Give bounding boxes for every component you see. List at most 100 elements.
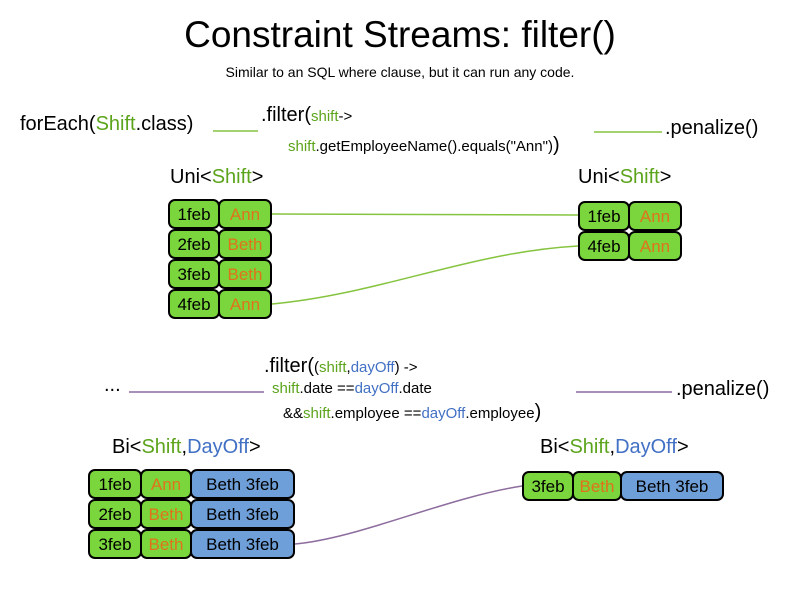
shift-employee-cell: Beth	[572, 471, 622, 501]
penalize1-expression: .penalize()	[665, 117, 758, 140]
uni-right-pre: Uni<	[578, 166, 620, 188]
shift-date-cell: 4feb	[168, 289, 220, 319]
filter2-line2: shift.date == dayOff.date	[272, 380, 432, 397]
foreach-pre: forEach(	[20, 113, 96, 135]
connector-bi-row3	[294, 485, 523, 545]
shift-date-cell: 1feb	[88, 469, 142, 499]
table-row: 2feb Beth Beth 3feb	[88, 499, 295, 529]
penalize2-text: .penalize()	[676, 378, 770, 400]
shift-employee-cell: Beth	[218, 259, 272, 289]
page-title: Constraint Streams: filter()	[184, 14, 616, 55]
shift-employee-cell: Beth	[218, 229, 272, 259]
filter2-comma: ,	[346, 359, 351, 376]
bi-right-pre: Bi<	[540, 436, 570, 458]
table-row: 4feb Ann	[168, 289, 272, 319]
filter1-close-paren: )	[552, 134, 560, 156]
bi-left-comma: ,	[181, 436, 188, 458]
dayoff-cell: Beth 3feb	[620, 471, 724, 501]
connector-uni-row1	[271, 213, 579, 216]
connector-uni-row4	[271, 245, 579, 305]
foreach-expression: forEach(Shift.class)	[20, 113, 193, 136]
bi-left-pre: Bi<	[112, 436, 142, 458]
shift-date-cell: 3feb	[168, 259, 220, 289]
filter2-call: .filter(	[264, 355, 314, 377]
filter2-close-paren: )	[534, 401, 542, 423]
filter1-call: .filter(	[261, 104, 311, 126]
dayoff-cell: Beth 3feb	[190, 529, 295, 559]
penalize2-expression: .penalize()	[676, 378, 769, 401]
shift-employee-cell: Ann	[218, 289, 272, 319]
source-ellipsis: ...	[104, 374, 121, 397]
filter2-line3-employee: .employee	[465, 405, 535, 422]
shift-employee-cell: Beth	[140, 529, 192, 559]
bi-table-right: 3feb Beth Beth 3feb	[522, 471, 724, 501]
bi-type-left: Bi<Shift, DayOff>	[112, 436, 261, 459]
uni-left-pre: Uni<	[170, 166, 212, 188]
uni-right-shift: Shift	[619, 166, 660, 188]
filter1-param: shift	[311, 108, 339, 125]
shift-date-cell: 1feb	[168, 199, 220, 229]
table-row: 1feb Ann	[578, 201, 682, 231]
filter2-line1: .filter((shift, dayOff) ->	[264, 355, 418, 378]
table-row: 2feb Beth	[168, 229, 272, 259]
shift-date-cell: 2feb	[168, 229, 220, 259]
bi-right-post: >	[676, 436, 689, 458]
shift-date-cell: 3feb	[88, 529, 142, 559]
filter1-body-param: shift	[288, 138, 316, 155]
uni-type-left: Uni<Shift>	[170, 166, 263, 189]
uni-right-post: >	[659, 166, 672, 188]
bi-left-dayoff: DayOff	[187, 436, 249, 458]
shift-employee-cell: Ann	[218, 199, 272, 229]
dayoff-cell: Beth 3feb	[190, 499, 295, 529]
bi-right-dayoff: DayOff	[615, 436, 677, 458]
foreach-post: .class)	[135, 113, 194, 135]
filter2-line3-eq: .employee ==	[330, 405, 422, 422]
bi-left-shift: Shift	[141, 436, 182, 458]
uni-table-left: 1feb Ann 2feb Beth 3feb Beth 4feb Ann	[168, 199, 272, 319]
filter2-param2: dayOff	[350, 359, 395, 376]
table-row: 1feb Ann Beth 3feb	[88, 469, 295, 499]
filter2-line3-dayoff: dayOff	[421, 405, 466, 422]
dayoff-cell: Beth 3feb	[190, 469, 295, 499]
foreach-class: Shift	[95, 113, 136, 135]
uni-left-shift: Shift	[211, 166, 252, 188]
source-ellipsis-text: ...	[104, 374, 121, 396]
filter2-line2-eq: .date ==	[299, 380, 355, 397]
shift-date-cell: 4feb	[578, 231, 630, 261]
page-subtitle: Similar to an SQL where clause, but it c…	[225, 64, 575, 80]
bi-type-right: Bi<Shift, DayOff>	[540, 436, 689, 459]
filter2-line2-shift: shift	[272, 380, 300, 397]
uni-left-post: >	[251, 166, 264, 188]
filter2-open-paren: (	[314, 359, 319, 376]
table-row: 3feb Beth Beth 3feb	[522, 471, 724, 501]
penalize1-text: .penalize()	[665, 117, 759, 139]
filter2-line3-shift: shift	[303, 405, 331, 422]
bi-right-shift: Shift	[569, 436, 610, 458]
shift-employee-cell: Ann	[140, 469, 192, 499]
uni-table-right: 1feb Ann 4feb Ann	[578, 201, 682, 261]
filter2-line3: && shift.employee == dayOff.employee)	[283, 401, 541, 424]
uni-type-right: Uni<Shift>	[578, 166, 671, 189]
shift-date-cell: 3feb	[522, 471, 574, 501]
bi-table-left: 1feb Ann Beth 3feb 2feb Beth Beth 3feb 3…	[88, 469, 295, 559]
shift-employee-cell: Ann	[628, 201, 682, 231]
filter2-line2-dayoff: dayOff	[354, 380, 399, 397]
shift-employee-cell: Beth	[140, 499, 192, 529]
filter2-param1: shift	[319, 359, 347, 376]
shift-date-cell: 2feb	[88, 499, 142, 529]
table-row: 1feb Ann	[168, 199, 272, 229]
filter1-arrow: ->	[338, 108, 353, 125]
filter1-line1: .filter(shift ->	[261, 104, 352, 127]
filter1-line2: shift.getEmployeeName().equals("Ann"))	[288, 134, 560, 157]
filter1-body: .getEmployeeName().equals("Ann")	[315, 138, 553, 155]
table-row: 3feb Beth Beth 3feb	[88, 529, 295, 559]
table-row: 3feb Beth	[168, 259, 272, 289]
filter2-arrow: ) ->	[394, 359, 418, 376]
table-row: 4feb Ann	[578, 231, 682, 261]
bi-right-comma: ,	[609, 436, 616, 458]
filter2-line2-date: .date	[398, 380, 432, 397]
bi-left-post: >	[248, 436, 261, 458]
shift-employee-cell: Ann	[628, 231, 682, 261]
filter2-line3-and: &&	[283, 405, 304, 422]
